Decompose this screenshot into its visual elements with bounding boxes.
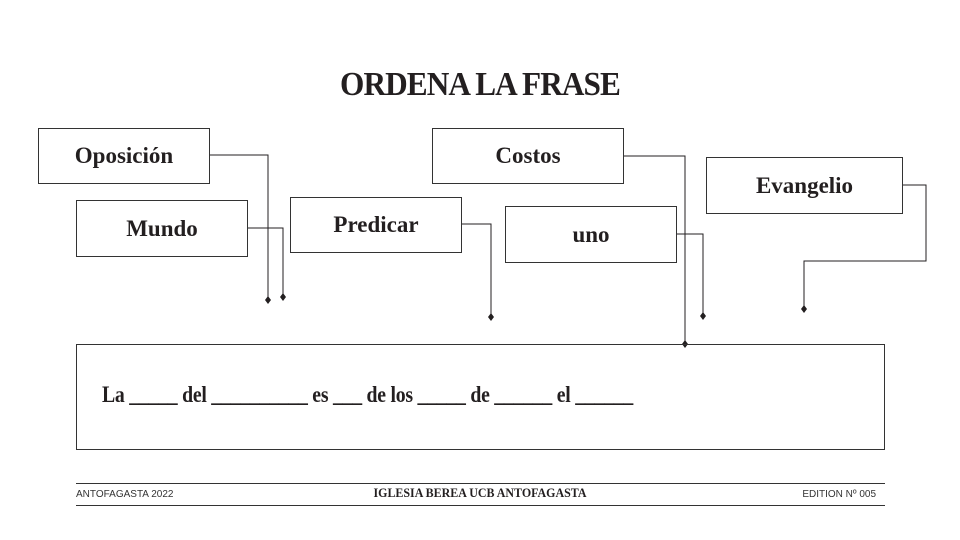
word-card-evangelio[interactable]: Evangelio: [706, 157, 903, 214]
word-card-costos[interactable]: Costos: [432, 128, 624, 184]
word-card-oposicion[interactable]: Oposición: [38, 128, 210, 184]
connector-uno: [676, 233, 704, 316]
page-title: ORDENA LA FRASE: [340, 66, 621, 103]
footer-bottom-rule: [76, 505, 885, 506]
word-card-predicar[interactable]: Predicar: [290, 197, 462, 253]
connector-predicar: [461, 223, 492, 317]
word-label: Oposición: [74, 143, 174, 168]
word-label: Predicar: [333, 212, 419, 237]
connector-evangelio: [803, 184, 927, 309]
word-label: Mundo: [126, 215, 198, 241]
word-card-mundo[interactable]: Mundo: [76, 200, 248, 257]
word-label: uno: [572, 221, 610, 247]
connector-costos: [623, 155, 686, 343]
connector-oposicion: [210, 154, 269, 300]
footer-right: EDITION Nº 005: [802, 489, 876, 500]
word-card-uno[interactable]: uno: [505, 206, 677, 263]
connector-mundo: [247, 227, 284, 297]
diamond-marker: [801, 305, 807, 313]
diamond-marker: [488, 313, 494, 321]
word-label: Evangelio: [755, 172, 854, 198]
diamond-marker: [280, 293, 286, 301]
footer-left: ANTOFAGASTA 2022: [76, 489, 174, 500]
word-label: Costos: [495, 143, 561, 168]
footer-center: IGLESIA BEREA UCB ANTOFAGASTA: [373, 485, 587, 500]
footer-top-rule: [76, 483, 885, 484]
diamond-marker: [265, 296, 271, 304]
diamond-marker: [700, 312, 706, 320]
sentence-box[interactable]: La _____ del __________ es ___ de los __…: [76, 344, 885, 450]
sentence-text: La _____ del __________ es ___ de los __…: [102, 382, 633, 407]
